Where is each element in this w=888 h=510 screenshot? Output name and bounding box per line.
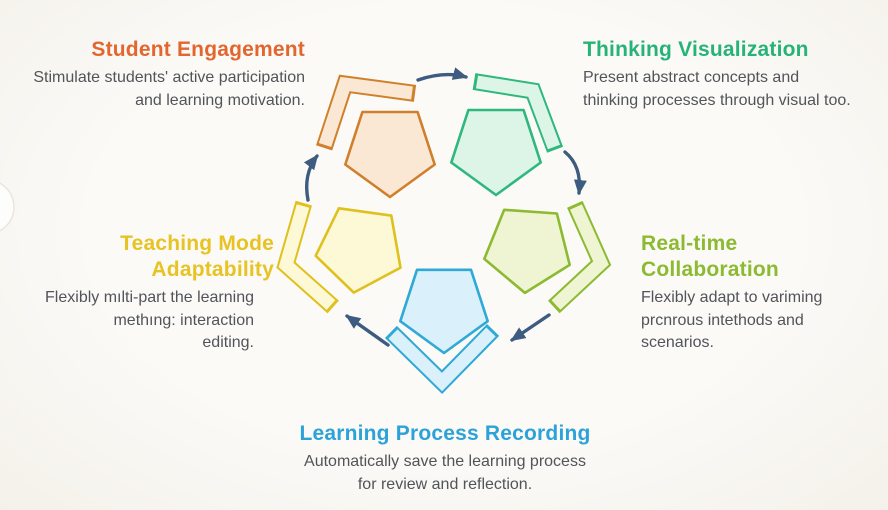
student-engagement-chevron-fill xyxy=(318,76,413,148)
thinking-visualization-pentagon xyxy=(449,108,543,197)
real-time-collaboration-title: Real-time Collaboration xyxy=(641,232,779,281)
real-time-collaboration-block: Real-time Collaboration Flexibly adapt t… xyxy=(641,231,876,355)
teaching-mode-adaptability-pentagon xyxy=(314,207,402,294)
teaching-mode-adaptability-description: Flexibly mılti-part the learning methıng… xyxy=(45,289,254,351)
segment-learning-process-recording xyxy=(384,268,500,395)
learning-process-recording-chevron-fill xyxy=(388,327,496,392)
real-time-collaboration-chevron-fill xyxy=(551,204,609,310)
thinking-visualization-block: Thinking Visualization Present abstract … xyxy=(583,37,878,112)
learning-process-recording-pentagon xyxy=(398,268,490,355)
segment-teaching-mode-adaptability xyxy=(276,200,402,314)
edge-circle-decoration xyxy=(0,182,15,232)
learning-process-recording-title: Learning Process Recording xyxy=(299,422,591,445)
segment-student-engagement xyxy=(316,74,437,199)
thinking-visualization-description: Present abstract concepts and thinking p… xyxy=(583,69,851,109)
student-engagement-title: Student Engagement xyxy=(91,38,305,61)
real-time-collaboration-pentagon xyxy=(482,208,572,295)
arrow-collaboration-to-recording xyxy=(510,313,551,342)
arrow-recording-to-adaptability xyxy=(345,314,390,347)
thinking-visualization-title: Thinking Visualization xyxy=(583,38,809,61)
segment-real-time-collaboration xyxy=(482,200,612,314)
arrow-visualization-to-collaboration xyxy=(563,150,587,195)
teaching-mode-adaptability-chevron-fill xyxy=(278,204,336,310)
student-engagement-description: Stimulate students' active participation… xyxy=(33,69,305,109)
student-engagement-pentagon xyxy=(343,110,437,199)
learning-process-recording-block: Learning Process Recording Automatically… xyxy=(285,421,605,496)
arrow-adaptability-to-engagement xyxy=(303,154,319,202)
learning-process-recording-description: Automatically save the learning process … xyxy=(304,453,586,493)
thinking-visualization-chevron-fill xyxy=(475,75,561,150)
student-engagement-block: Student Engagement Stimulate students' a… xyxy=(25,37,305,112)
real-time-collaboration-description: Flexibly adapt to variming prcnrous inte… xyxy=(641,289,823,351)
arrow-engagement-to-visualization xyxy=(416,67,468,82)
teaching-mode-adaptability-block: Teaching Mode Adaptability Flexibly mılt… xyxy=(14,231,274,355)
segment-thinking-visualization xyxy=(449,73,564,197)
teaching-mode-adaptability-title: Teaching Mode Adaptability xyxy=(120,232,274,281)
